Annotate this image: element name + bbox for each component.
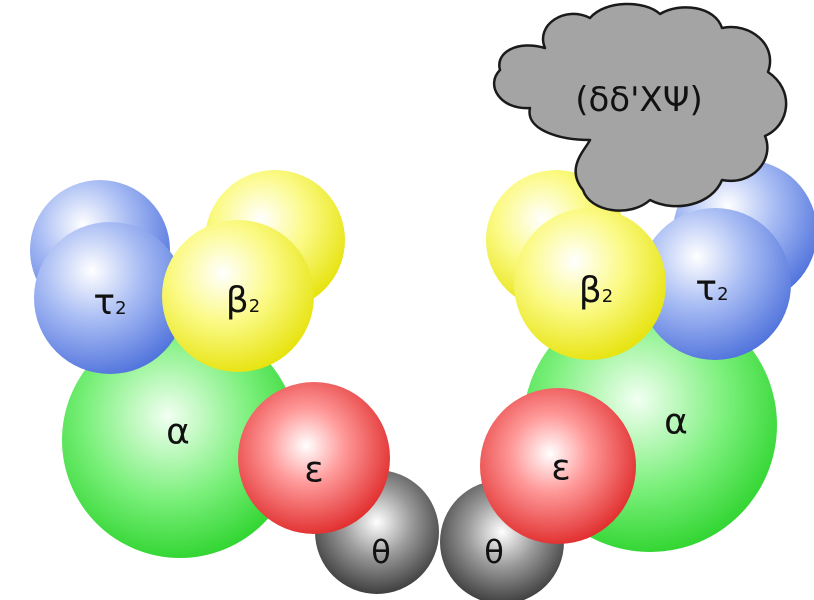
left-epsilon-label: ε (304, 450, 323, 491)
right-tau-label: τ2 (695, 268, 728, 309)
right-beta-sphere (514, 208, 666, 360)
right-epsilon-sphere (480, 388, 636, 544)
clamp-loader-cloud: (δδ'ΧΨ) (493, 2, 788, 212)
left-epsilon-sphere (238, 382, 390, 534)
left-beta-label: β2 (226, 280, 260, 321)
right-alpha-label: α (664, 402, 688, 443)
left-alpha-sphere (62, 322, 298, 558)
right-theta-label: θ (484, 533, 504, 571)
left-tau-sphere (34, 222, 186, 374)
left-complex: τ2 β2 α ε θ (30, 170, 439, 594)
cloud-shape (493, 2, 788, 212)
clamp-loader-label: (δδ'ΧΨ) (575, 80, 703, 120)
left-beta-sphere (162, 220, 314, 372)
left-theta-label: θ (371, 533, 391, 571)
right-complex: β2 τ2 α ε θ (440, 160, 814, 600)
right-tau-sphere (639, 208, 791, 360)
left-tau-label: τ2 (93, 282, 126, 323)
right-epsilon-label: ε (551, 448, 570, 489)
left-alpha-label: α (166, 412, 190, 453)
right-beta-label: β2 (579, 270, 613, 311)
